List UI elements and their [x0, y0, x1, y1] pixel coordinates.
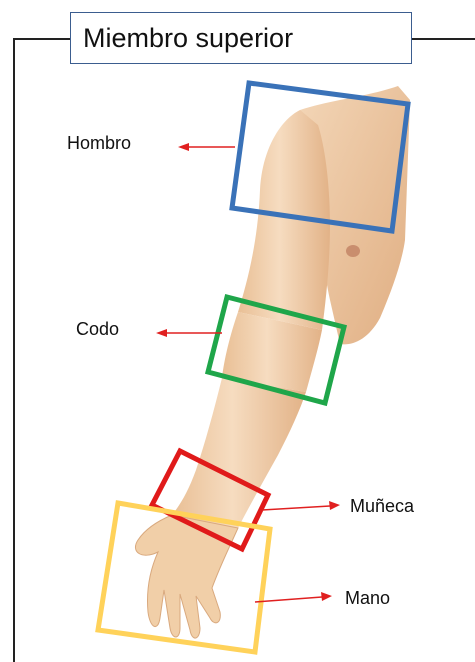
shoulder-label: Hombro — [67, 133, 131, 154]
hand-arrow — [255, 592, 332, 602]
wrist-arrow — [262, 501, 340, 510]
hand-shape — [135, 515, 238, 638]
forearm-shape — [172, 378, 306, 528]
elbow-label: Codo — [76, 319, 119, 340]
hand-label: Mano — [345, 588, 390, 609]
nipple-mark — [346, 245, 360, 257]
diagram-title: Miembro superior — [83, 23, 293, 54]
wrist-label: Muñeca — [350, 496, 414, 517]
elbow-arrow — [156, 329, 222, 337]
title-box: Miembro superior — [70, 12, 412, 64]
shoulder-arrow — [178, 143, 235, 151]
